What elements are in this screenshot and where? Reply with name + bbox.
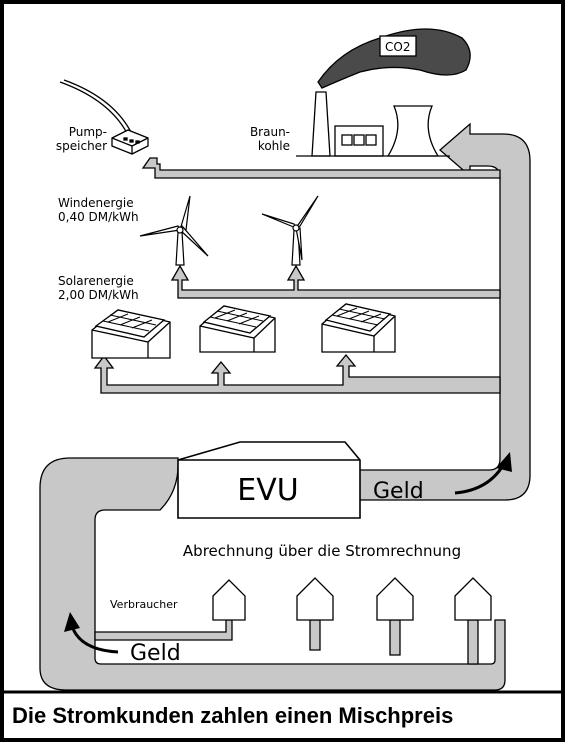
- wind-turbine-1: [139, 195, 209, 266]
- braunkohle-label-line1: Braun-: [250, 125, 290, 139]
- braunkohle-label-line2: kohle: [258, 139, 290, 153]
- wind-turbine-2: [261, 195, 319, 266]
- solarenergie-price: 2,00 DM/kWh: [58, 288, 139, 302]
- abrechnung-label: Abrechnung über die Stromrechnung: [183, 542, 461, 560]
- house-drop-4: [467, 619, 479, 665]
- consumer-house-4: [454, 577, 492, 621]
- co2-label: CO2: [385, 40, 410, 54]
- windenergie-label-line1: Windenergie: [58, 196, 134, 210]
- consumer-house-1: [212, 579, 246, 621]
- house-drop-1: [94, 619, 233, 641]
- evu-label: EVU: [237, 473, 298, 508]
- left-consumer-loop: [39, 457, 506, 691]
- pumpspeicher-label-line2: speicher: [56, 139, 107, 153]
- windenergie-price: 0,40 DM/kWh: [58, 210, 139, 224]
- solar-feed: [93, 353, 501, 394]
- arrow-left-up-head: [64, 612, 80, 632]
- verbraucher-label: Verbraucher: [110, 598, 178, 611]
- figure-caption: Die Stromkunden zahlen einen Mischpreis: [12, 703, 454, 728]
- arrow-left-up: [70, 625, 119, 654]
- solar-house-3: [321, 303, 396, 353]
- house-drop-2: [309, 619, 321, 651]
- evu-building: [177, 441, 361, 519]
- consumer-house-3: [376, 577, 414, 621]
- solar-house-2: [199, 305, 276, 353]
- geld-left-label: Geld: [130, 641, 181, 666]
- braunkohle-plant-icon: [296, 28, 471, 157]
- flow-network: [39, 122, 531, 691]
- pumpspeicher-icon: [59, 79, 149, 155]
- solar-house-1: [91, 309, 171, 359]
- pumpspeicher-feed: [141, 157, 501, 179]
- wind-feed: [170, 264, 501, 299]
- arrow-right-up-head: [496, 452, 512, 472]
- geld-right-label: Geld: [373, 479, 424, 504]
- house-drop-3: [389, 619, 401, 656]
- consumer-house-2: [296, 577, 334, 621]
- solarenergie-label-line1: Solarenergie: [58, 274, 134, 288]
- pumpspeicher-label-line1: Pump-: [69, 125, 107, 139]
